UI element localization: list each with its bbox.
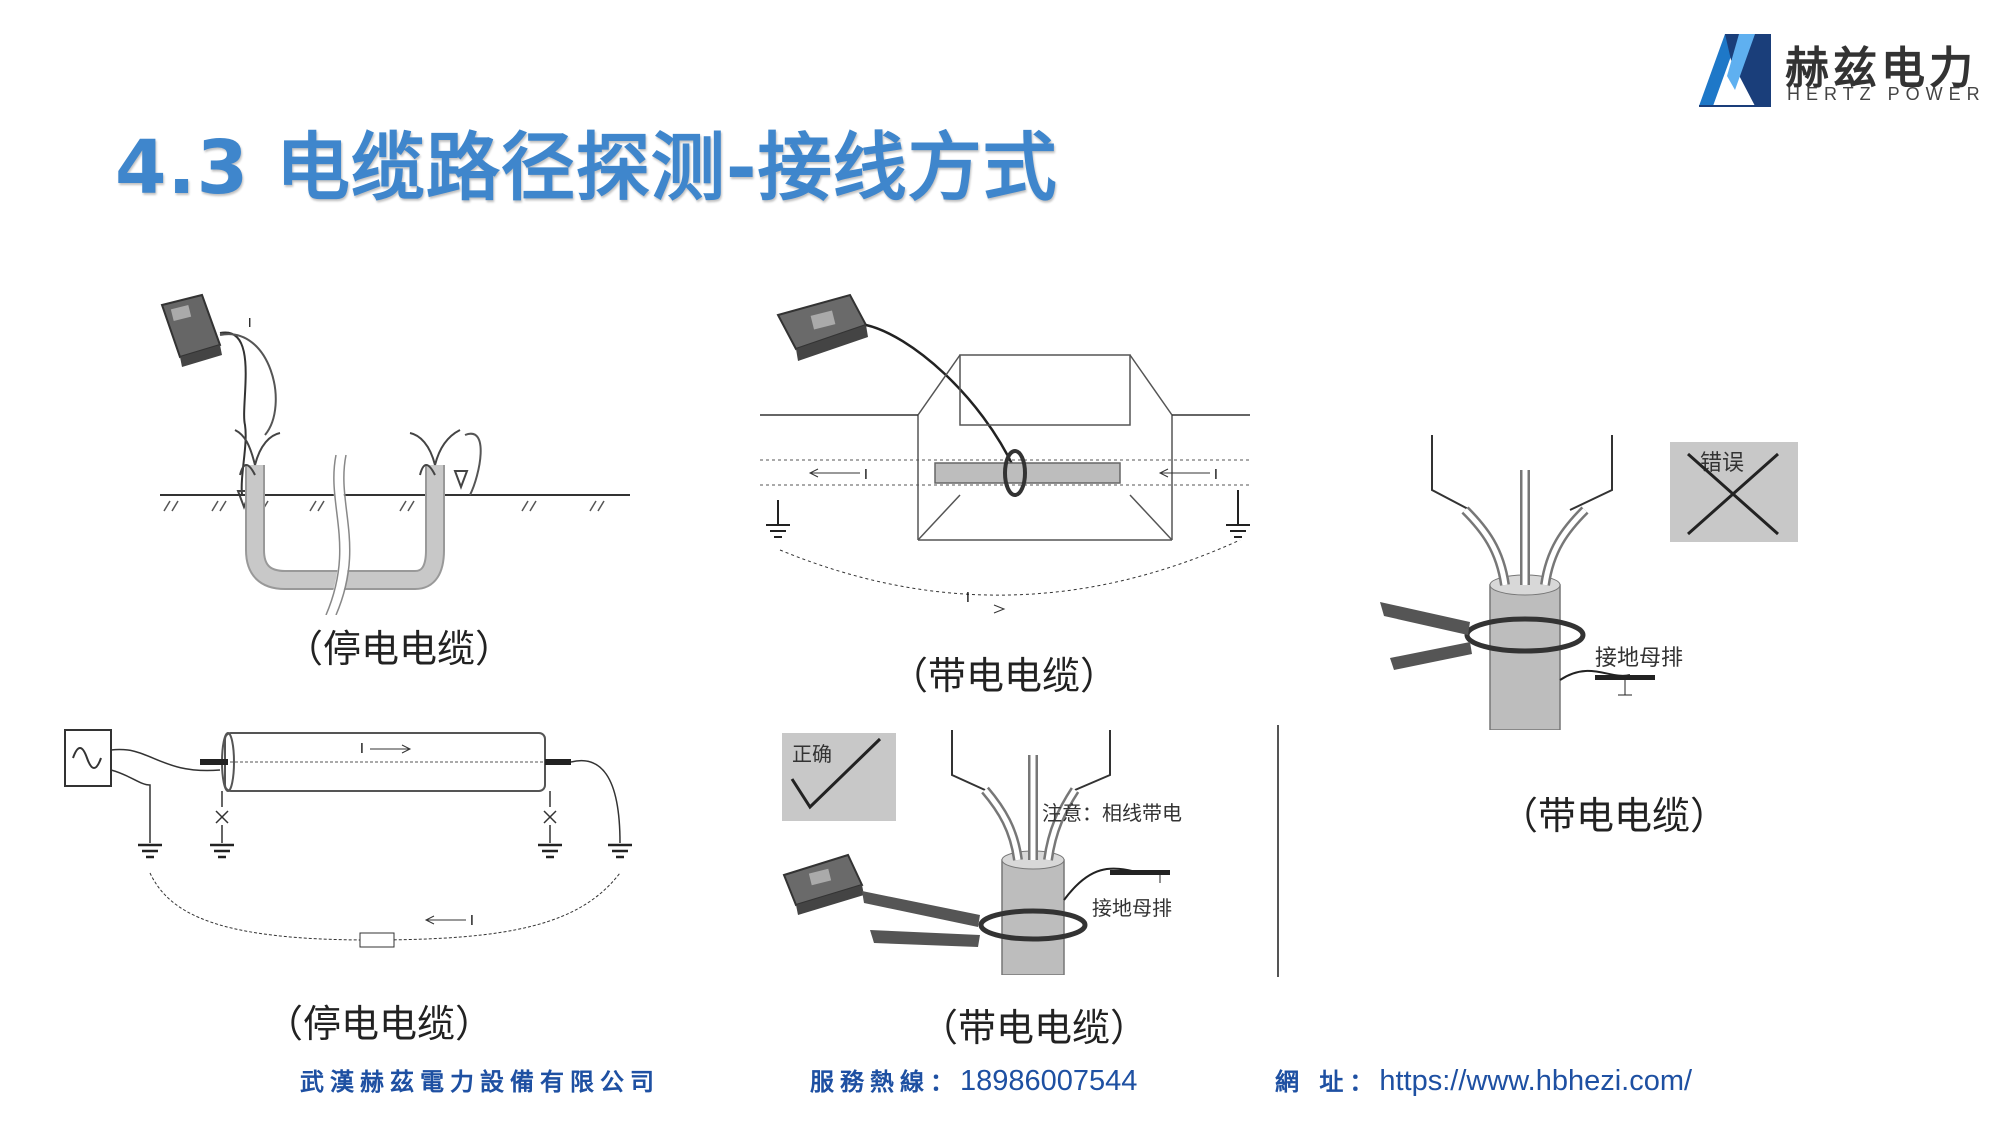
footer-company: 武漢赫茲電力設備有限公司 <box>300 1067 660 1096</box>
footer-hotline-number[interactable]: 18986007544 <box>960 1065 1138 1097</box>
ground-bar-label: 接地母排 <box>1595 646 1683 671</box>
caption-bottom-left: （停电电缆） <box>265 1002 494 1046</box>
check-icon <box>790 737 882 810</box>
footer-website-label: 網 址： <box>1275 1067 1380 1096</box>
live-phase-note: 注意：相线带电 <box>1042 801 1182 825</box>
diagram-right: 接地母排 错误 （带电电缆） <box>1370 430 1820 850</box>
correct-badge: 正确 <box>782 733 896 821</box>
locator-device-icon <box>776 293 868 361</box>
diagram-bottom-middle: 正确 注意：相线带电 接地母排 （带电电缆） <box>780 725 1260 1050</box>
logo-name-cn: 赫兹电力 <box>1785 43 1977 94</box>
caption-bottom-middle: （带电电缆） <box>920 1006 1149 1050</box>
ground-bar-label: 接地母排 <box>1092 896 1172 920</box>
caption-top-left: （停电电缆） <box>285 627 514 671</box>
current-label: I <box>360 742 364 757</box>
current-label: I <box>864 468 868 483</box>
ground-icon <box>1226 490 1250 538</box>
cross-icon <box>1687 452 1779 536</box>
ground-icon <box>138 843 632 859</box>
ground-icon <box>766 500 790 538</box>
logo-name-en: HERTZ POWER <box>1787 84 1986 104</box>
locator-device-icon <box>160 293 222 367</box>
current-label: I <box>1214 468 1218 483</box>
footer-website: 網 址：https://www.hbhezi.com/ <box>1275 1062 1692 1098</box>
slide-title: 4.3 电缆路径探测-接线方式 <box>115 125 1058 211</box>
footer-website-link[interactable]: https://www.hbhezi.com/ <box>1379 1065 1693 1097</box>
company-logo: 赫兹电力 HERTZ POWER <box>1695 30 1980 110</box>
svg-text:正确: 正确 <box>792 742 832 766</box>
diagram-top-left: I （停电电缆） <box>150 285 640 671</box>
footer-hotline-label: 服務熱線： <box>810 1067 960 1096</box>
locator-device-icon <box>782 853 864 915</box>
current-label: I <box>470 914 474 929</box>
footer-hotline: 服務熱線：18986007544 <box>810 1062 1137 1098</box>
diagram-top-middle: I I I （带电电缆） <box>760 285 1260 698</box>
caption-top-middle: （带电电缆） <box>890 654 1119 698</box>
current-label: I <box>248 316 252 330</box>
caption-right: （带电电缆） <box>1500 794 1729 838</box>
current-label: I <box>966 591 970 606</box>
wrong-badge: 错误 <box>1670 442 1798 542</box>
separator-line <box>1277 725 1279 977</box>
signal-generator-icon <box>64 729 112 787</box>
hertz-logo-icon <box>1699 34 1771 107</box>
diagram-bottom-left: I I （停电电缆） <box>60 725 650 1046</box>
